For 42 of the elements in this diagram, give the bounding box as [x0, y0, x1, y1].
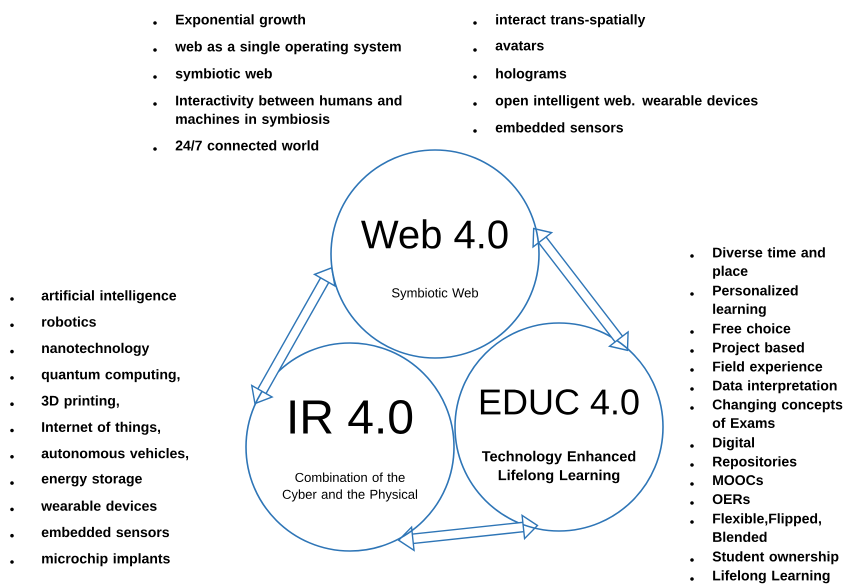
list-item: artificial intelligence [42, 290, 176, 304]
list-item: embedded sensors [42, 526, 169, 538]
list-item: Exponential growth [176, 14, 305, 28]
circle-title: IR 4.0 [290, 400, 412, 434]
list-item: Personalized learning [713, 285, 798, 317]
list-item: autonomous vehicles, [42, 448, 188, 460]
list-item: robotics [42, 316, 96, 327]
list-item: 24/7 connected world [176, 140, 318, 151]
list-item: Interactivity between humans and machines in symbiosis [176, 95, 402, 127]
double-arrow [532, 228, 629, 352]
circle-subtitle: Symbiotic Web [392, 288, 478, 300]
circle-subtitle: Combination of the Cyber and the Physical [282, 472, 418, 502]
circle-subtitle: Technology Enhanced Lifelong Learning [482, 450, 636, 484]
list-item: holograms [496, 68, 566, 82]
list-item: Free choice [713, 323, 790, 334]
list-item: web as a single operating system [175, 41, 401, 54]
list-item: Flexible,Flipped, Blended [713, 513, 821, 542]
list-item: Internet of things, [42, 422, 160, 435]
list-item: Repositories [713, 456, 796, 470]
list-item: energy storage [42, 474, 142, 486]
list-item: symbiotic web [176, 68, 272, 82]
list-item: quantum computing, [42, 369, 180, 382]
list-item: Lifelong Learning [713, 570, 830, 584]
list-item: Project based [713, 342, 804, 356]
list-item: Field experience [713, 361, 822, 374]
circle-title: Web 4.0 [361, 219, 508, 249]
list-item: Diverse time and place [713, 247, 825, 279]
list-item: Data interpretation [713, 380, 837, 394]
list-item: nanotechnology [42, 342, 150, 356]
list-item: MOOCs [713, 475, 763, 486]
list-item: open intelligent web. wearable devices [496, 95, 758, 108]
circle-title: EDUC 4.0 [480, 389, 639, 415]
list-item: microchip implants [42, 553, 170, 566]
list-item: OERs [712, 494, 750, 504]
list-item: Student ownership [712, 551, 838, 564]
list-item: Changing concepts of Exams [712, 399, 842, 428]
list-item: Digital [713, 437, 754, 450]
list-item: embedded sensors [496, 122, 623, 132]
list-item: wearable devices [41, 500, 157, 511]
list-item: avatars [496, 41, 544, 50]
list-item: interact trans-spatially [496, 14, 646, 28]
list-item: 3D printing, [42, 395, 119, 408]
